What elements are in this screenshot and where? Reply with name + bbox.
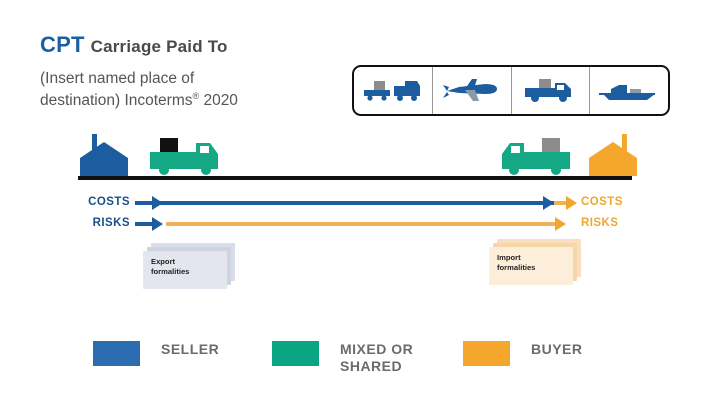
costs-buyer-segment <box>554 201 572 205</box>
export-formalities-line-1: Export <box>151 257 176 266</box>
risks-end-arrowhead <box>555 216 566 231</box>
legend: SELLER MIXED OR SHARED BUYER <box>0 341 701 393</box>
transport-mode-rail <box>354 67 433 114</box>
incoterm-name: Carriage Paid To <box>90 37 228 56</box>
costs-transfer-arrowhead <box>543 195 554 210</box>
legend-item-seller: SELLER <box>93 341 219 366</box>
transport-mode-sea <box>590 67 668 114</box>
risks-label-right: RISKS <box>581 217 619 229</box>
page-title: CPT Carriage Paid To <box>40 34 238 56</box>
legend-item-mixed-or-shared: MIXED OR SHARED <box>272 341 450 375</box>
risks-buyer-segment <box>166 222 560 226</box>
registered-trademark-icon: ® <box>192 91 200 101</box>
import-formalities-card: Import formalities <box>489 239 581 285</box>
costs-label-right: COSTS <box>581 196 623 208</box>
import-formalities-line-2: formalities <box>497 263 536 273</box>
legend-swatch-seller <box>93 341 140 366</box>
legend-label-seller: SELLER <box>161 341 220 357</box>
import-formalities-line-1: Import <box>497 253 521 262</box>
destination-green-truck-icon <box>502 138 570 175</box>
buyer-warehouse-icon <box>589 134 637 176</box>
export-formalities-line-2: formalities <box>151 267 190 277</box>
risks-transfer-arrowhead <box>152 216 163 231</box>
legend-label-mixed-or-shared: MIXED OR SHARED <box>340 341 414 375</box>
incoterm-code: CPT <box>40 32 85 57</box>
export-formalities-text: Export formalities <box>151 257 225 278</box>
costs-end-arrowhead <box>566 195 577 210</box>
legend-item-buyer: BUYER <box>463 341 583 366</box>
legend-label-buyer: BUYER <box>531 341 583 357</box>
air-icon <box>442 78 497 101</box>
costs-seller-segment <box>135 201 555 205</box>
rail-icon <box>363 80 420 101</box>
transport-mode-air <box>433 67 512 114</box>
import-sheet-front <box>489 247 573 285</box>
costs-label-left: COSTS <box>88 196 130 208</box>
legend-swatch-buyer <box>463 341 510 366</box>
sea-icon <box>599 84 656 100</box>
origin-green-truck-icon <box>150 138 218 175</box>
shipment-scene <box>0 128 701 188</box>
subtitle-line-2: destination) Incoterms <box>40 92 193 110</box>
title-block: CPT Carriage Paid To (Insert named place … <box>40 34 238 112</box>
transport-modes-box <box>352 65 670 116</box>
subtitle-year: 2020 <box>199 92 238 110</box>
page-subtitle: (Insert named place of destination) Inco… <box>40 68 238 112</box>
import-formalities-text: Import formalities <box>497 253 571 274</box>
costs-flow-row: COSTS COSTS <box>0 194 701 211</box>
transport-mode-road <box>512 67 591 114</box>
seller-factory-icon <box>80 134 128 176</box>
subtitle-line-1: (Insert named place of <box>40 70 195 87</box>
costs-start-arrowhead <box>152 195 163 210</box>
risks-label-left: RISKS <box>92 217 130 229</box>
risks-seller-segment <box>135 222 160 226</box>
ground-line <box>78 176 632 180</box>
export-formalities-card: Export formalities <box>143 243 235 289</box>
export-sheet-front <box>143 251 227 289</box>
risks-flow-row: RISKS RISKS <box>0 215 701 232</box>
truck-icon <box>525 78 572 102</box>
legend-swatch-mixed-or-shared <box>272 341 319 366</box>
